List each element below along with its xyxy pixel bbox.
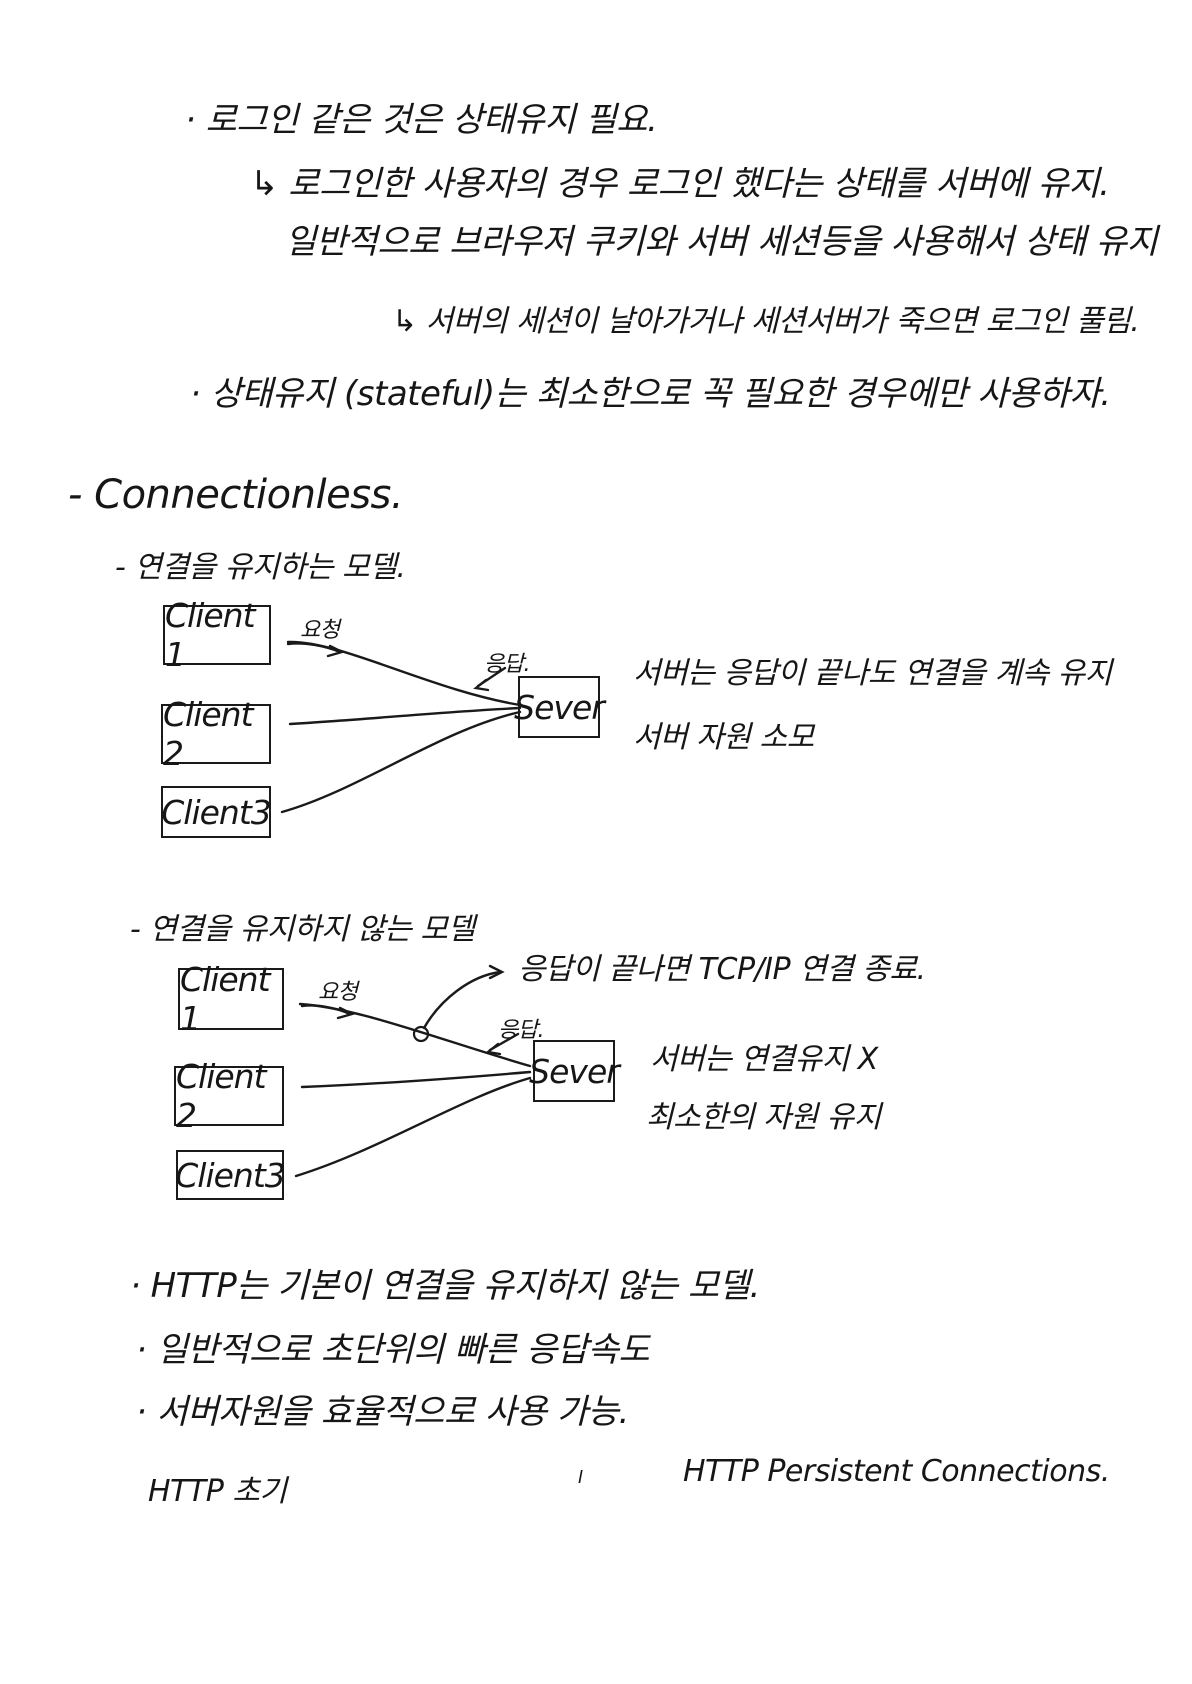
diagram1-request-arrowhead xyxy=(326,644,346,658)
note-line-2: ↳ 로그인한 사용자의 경우 로그인 했다는 상태를 서버에 유지. xyxy=(250,164,1110,204)
diagram2-end-label: 응답이 끝나면 TCP/IP 연결 종료. xyxy=(518,952,926,987)
diagram2-note-line1: 서버는 연결유지 X xyxy=(650,1042,878,1077)
diagram1-response-label: 응답. xyxy=(484,652,530,677)
footer-mark: ˡ xyxy=(578,1466,583,1501)
diagram2-request-label: 요청 xyxy=(318,980,358,1005)
footer-left: HTTP 초기 xyxy=(148,1474,287,1509)
diagram2-client3-box: Client3 xyxy=(175,1150,286,1200)
diagram2-break-point xyxy=(412,1025,430,1043)
summary-line-1: · HTTP는 기본이 연결을 유지하지 않는 모델. xyxy=(130,1266,760,1306)
diagram2-server-box: Sever xyxy=(529,1040,620,1102)
diagram2-end-arrow xyxy=(422,970,502,1030)
diagram2-response-label: 응답. xyxy=(498,1018,544,1043)
diagram2-request-arrowhead xyxy=(336,1006,356,1020)
diagram2-request-arrow xyxy=(300,1004,352,1016)
diagram1-client3-box: Client3 xyxy=(161,786,272,838)
diagram1-response-arrowhead xyxy=(473,678,490,692)
diagram1-request-label: 요청 xyxy=(300,618,340,643)
diagram1-note-line2: 서버 자원 소모 xyxy=(633,720,814,755)
diagram2-client2-box: Client 2 xyxy=(174,1057,284,1135)
model1-heading: - 연결을 유지하는 모델. xyxy=(115,550,406,585)
diagram1-note-line1: 서버는 응답이 끝나도 연결을 계속 유지 xyxy=(633,656,1112,691)
note-line-4: ↳ 서버의 세션이 날아가거나 세션서버가 죽으면 로그인 풀림. xyxy=(392,304,1140,339)
diagram1-request-arrow xyxy=(286,642,342,654)
model2-heading: - 연결을 유지하지 않는 모델 xyxy=(130,912,475,947)
diagram1-link-client2 xyxy=(288,706,522,726)
diagram2-client1-box: Client 1 xyxy=(178,960,284,1038)
note-line-5: · 상태유지 (stateful)는 최소한으로 꼭 필요한 경우에만 사용하자… xyxy=(190,374,1111,414)
diagram1-server-box: Sever xyxy=(514,676,605,738)
note-line-1: · 로그인 같은 것은 상태유지 필요. xyxy=(185,100,658,140)
note-line-3: 일반적으로 브라우저 쿠키와 서버 세션등을 사용해서 상태 유지 xyxy=(285,222,1158,262)
diagram2-link-client3 xyxy=(294,1076,532,1178)
summary-line-2: · 일반적으로 초단위의 빠른 응답속도 xyxy=(136,1330,650,1370)
diagram2-link-client2 xyxy=(300,1070,532,1089)
diagram1-link-client3 xyxy=(280,710,522,814)
summary-line-3: · 서버자원을 효율적으로 사용 가능. xyxy=(136,1392,629,1432)
diagram2-note-line2: 최소한의 자원 유지 xyxy=(646,1100,881,1135)
diagram2-end-arrowhead xyxy=(488,964,505,980)
section-title: - Connectionless. xyxy=(68,472,404,518)
footer-right: HTTP Persistent Connections. xyxy=(683,1454,1110,1489)
diagram2-response-arrowhead xyxy=(485,1042,502,1056)
